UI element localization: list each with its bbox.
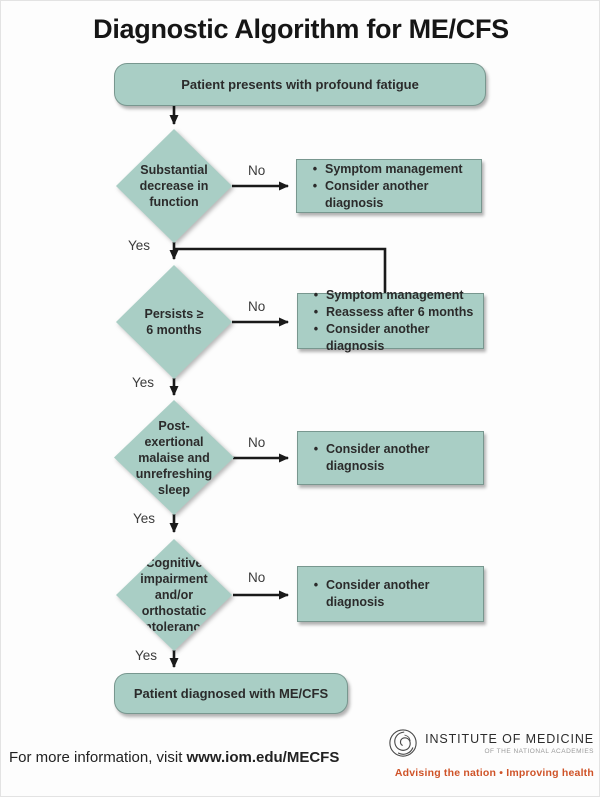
outcome-item: • Consider another diagnosis bbox=[305, 178, 475, 212]
branch-yes-1: Yes bbox=[128, 238, 151, 253]
logo-org-name: INSTITUTE OF MEDICINE bbox=[425, 731, 594, 746]
bullet-icon: • bbox=[312, 161, 318, 176]
outcome-text: Symptom management bbox=[325, 161, 463, 176]
footer-url: www.iom.edu/MECFS bbox=[186, 749, 340, 766]
bullet-icon: • bbox=[313, 578, 319, 592]
outcome-text: Consider another diagnosis bbox=[325, 178, 429, 210]
outcome-item: • Consider another diagnosis bbox=[306, 321, 477, 355]
end-node-label: Patient diagnosed with ME/CFS bbox=[133, 686, 329, 701]
iom-logo-row: INSTITUTE OF MEDICINE OF THE NATIONAL AC… bbox=[388, 728, 594, 758]
decision-cognitive-orthostatic: Cognitive impairment and/or orthostatic … bbox=[116, 539, 232, 651]
outcome-item: • Symptom management bbox=[306, 287, 477, 304]
branch-no-3: No bbox=[248, 435, 266, 450]
decision-label: Substantial decrease in function bbox=[139, 163, 209, 209]
bullet-icon: • bbox=[313, 288, 319, 302]
outcome-box-1: • Symptom management • Consider another … bbox=[296, 159, 482, 213]
logo-tagline: Advising the nation • Improving health bbox=[394, 767, 594, 779]
outcome-text: Consider another diagnosis bbox=[326, 578, 430, 609]
decision-diamond: Persists ≥ 6 months bbox=[116, 265, 232, 379]
outcome-box-4: • Consider another diagnosis bbox=[297, 566, 484, 622]
outcome-item: • Symptom management bbox=[305, 161, 475, 178]
logo-org-subname: OF THE NATIONAL ACADEMIES bbox=[484, 747, 594, 755]
decision-persists-6-months: Persists ≥ 6 months bbox=[116, 265, 232, 379]
decision-pem-unrefreshing-sleep: Post- exertional malaise and unrefreshin… bbox=[114, 400, 234, 515]
branch-yes-4: Yes bbox=[135, 648, 158, 663]
decision-label: Cognitive impairment and/or orthostatic … bbox=[140, 556, 208, 634]
outcome-text: Consider another diagnosis bbox=[326, 322, 430, 353]
branch-no-4: No bbox=[248, 570, 266, 585]
decision-diamond: Post- exertional malaise and unrefreshin… bbox=[114, 400, 234, 515]
outcome-item: • Consider another diagnosis bbox=[306, 441, 477, 475]
decision-diamond: Substantial decrease in function bbox=[116, 129, 232, 243]
start-node-label: Patient presents with profound fatigue bbox=[181, 77, 419, 92]
branch-yes-2: Yes bbox=[132, 375, 155, 390]
outcome-box-3: • Consider another diagnosis bbox=[297, 431, 484, 485]
iom-logo: INSTITUTE OF MEDICINE OF THE NATIONAL AC… bbox=[384, 728, 594, 779]
decision-label: Post- exertional malaise and unrefreshin… bbox=[135, 418, 213, 497]
outcome-item: • Consider another diagnosis bbox=[306, 577, 477, 611]
outcome-text: Reassess after 6 months bbox=[326, 305, 474, 319]
branch-no-2: No bbox=[248, 299, 266, 314]
branch-no-1: No bbox=[248, 163, 266, 178]
bullet-icon: • bbox=[313, 305, 319, 319]
decision-substantial-decrease: Substantial decrease in function bbox=[116, 129, 232, 243]
outcome-text: Consider another diagnosis bbox=[326, 442, 430, 473]
iom-swirl-icon bbox=[388, 728, 418, 758]
decision-diamond: Cognitive impairment and/or orthostatic … bbox=[116, 539, 232, 651]
footer-info: For more information, visit www.iom.edu/… bbox=[9, 749, 339, 766]
bullet-icon: • bbox=[312, 178, 318, 193]
bullet-icon: • bbox=[313, 322, 319, 336]
footer-info-text: For more information, visit bbox=[9, 749, 187, 766]
outcome-box-2: • Symptom management • Reassess after 6 … bbox=[297, 288, 484, 353]
bullet-icon: • bbox=[313, 442, 319, 456]
decision-label: Persists ≥ 6 months bbox=[144, 307, 204, 337]
connector-elbow-to-box2 bbox=[174, 247, 387, 293]
outcome-item: • Reassess after 6 months bbox=[306, 304, 477, 321]
page-title: Diagnostic Algorithm for ME/CFS bbox=[93, 14, 509, 44]
iom-logo-names: INSTITUTE OF MEDICINE OF THE NATIONAL AC… bbox=[425, 732, 594, 755]
branch-yes-3: Yes bbox=[133, 511, 156, 526]
end-node: Patient diagnosed with ME/CFS bbox=[114, 673, 348, 714]
outcome-text: Symptom management bbox=[326, 288, 464, 302]
start-node: Patient presents with profound fatigue bbox=[114, 63, 486, 106]
